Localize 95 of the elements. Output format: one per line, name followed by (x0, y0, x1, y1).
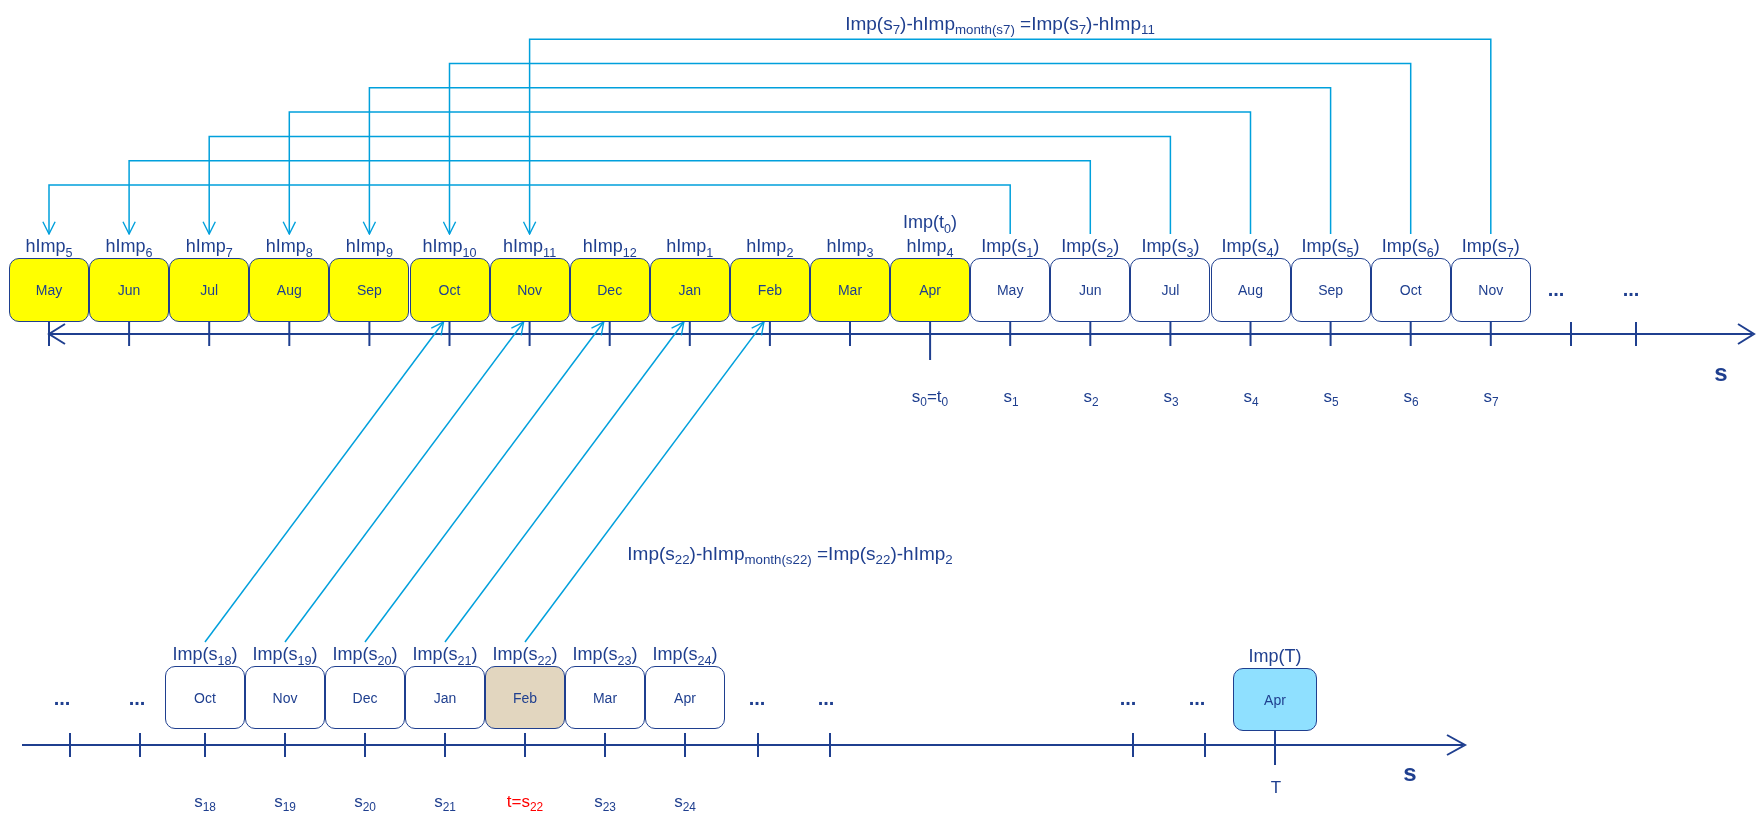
value-label: hImp$_{8}$ (265, 235, 313, 258)
ellipsis: ... (817, 686, 835, 710)
value-label: hImp$_{5}$ (25, 235, 73, 258)
formula-text: Imp(s$_{7}$)-hImp$_{month(s7)}$ =Imp(s$_{7}$)-hImp$_{11}$ (845, 12, 1155, 38)
axis-label: s (1403, 759, 1417, 787)
month-box: Jun (89, 258, 170, 322)
month-box: Sep (1290, 258, 1371, 322)
ellipsis: ... (1547, 277, 1565, 301)
month-box: Nov (245, 666, 325, 729)
month-box: Aug (249, 258, 330, 322)
tick-label: t=s$_{22}$ (506, 791, 544, 815)
value-label: hImp$_{9}$ (345, 235, 393, 258)
month-box: Mar (565, 666, 645, 729)
value-label: Imp(t$_{0}$) (903, 211, 958, 234)
tick-label: T (1270, 778, 1282, 798)
axis-label: s (1714, 359, 1728, 387)
arrow (42, 184, 1011, 235)
value-label: Imp(s$_{5}$) (1301, 235, 1360, 258)
value-label: Imp(s$_{21}$) (412, 643, 478, 666)
value-label: hImp$_{3}$ (826, 235, 874, 258)
value-label: hImp$_{6}$ (105, 235, 153, 258)
value-label: Imp(s$_{20}$) (332, 643, 398, 666)
month-box: Jul (169, 258, 250, 322)
value-label: hImp$_{10}$ (422, 235, 477, 258)
month-box: Oct (165, 666, 245, 729)
ellipsis: ... (53, 686, 71, 710)
month-box: Mar (810, 258, 890, 322)
arrow (442, 62, 1412, 235)
value-label: Imp(s$_{18}$) (172, 643, 238, 666)
arrow (522, 38, 1492, 235)
ellipsis: ... (1119, 686, 1137, 710)
tick-label: s$_{2}$ (1083, 386, 1099, 410)
value-label: Imp(s$_{1}$) (981, 235, 1040, 258)
value-label: hImp$_{4}$ (906, 235, 954, 258)
month-box: Jan (649, 258, 730, 322)
month-box: Nov (489, 258, 570, 322)
tick-label: s$_{18}$ (194, 791, 216, 815)
value-label: Imp(s$_{4}$) (1221, 235, 1280, 258)
month-box: Aug (1210, 258, 1291, 322)
month-box: Jan (405, 666, 485, 729)
month-box: Oct (409, 258, 490, 322)
tick-label: s$_{19}$ (274, 791, 296, 815)
ellipsis: ... (1188, 686, 1206, 710)
tick-label: s$_{21}$ (434, 791, 456, 815)
value-label: hImp$_{12}$ (582, 235, 637, 258)
value-label: Imp(s$_{22}$) (492, 643, 558, 666)
tick-label: s$_{1}$ (1003, 386, 1019, 410)
formula-text: Imp(s$_{22}$)-hImp$_{month(s22)}$ =Imp(s$_{22}$)-hImp$_{2}$ (627, 542, 953, 568)
value-label: Imp(s$_{3}$) (1141, 235, 1200, 258)
value-label: Imp(s$_{19}$) (252, 643, 318, 666)
month-box: Sep (329, 258, 410, 322)
value-label: hImp$_{1}$ (666, 235, 714, 258)
tick-label: s$_{0}$=t$_{0}$ (911, 386, 949, 410)
arrow (284, 321, 525, 643)
month-box: Apr (890, 258, 971, 322)
arrow (202, 135, 1172, 235)
tick-label: s$_{6}$ (1403, 386, 1419, 410)
arrow (364, 321, 605, 643)
value-label: Imp(s$_{23}$) (572, 643, 638, 666)
month-box: Apr (1233, 668, 1317, 731)
arrow (444, 321, 685, 643)
arrow (204, 321, 445, 643)
month-box: Feb (485, 666, 565, 729)
value-label: hImp$_{7}$ (185, 235, 233, 258)
month-box: Jun (1050, 258, 1131, 322)
tick-label: s$_{24}$ (674, 791, 696, 815)
value-label: hImp$_{11}$ (503, 235, 557, 258)
month-box: Oct (1370, 258, 1451, 322)
month-box: Feb (729, 258, 810, 322)
month-box: Dec (569, 258, 650, 322)
tick-label: s$_{20}$ (354, 791, 376, 815)
month-box: Jul (1130, 258, 1211, 322)
month-box: May (970, 258, 1051, 322)
value-label: Imp(s$_{2}$) (1061, 235, 1120, 258)
arrow (282, 111, 1252, 235)
ellipsis: ... (128, 686, 146, 710)
value-label: hImp$_{2}$ (746, 235, 794, 258)
tick-label: s$_{3}$ (1163, 386, 1179, 410)
arrow (362, 87, 1332, 235)
value-label: Imp(s$_{7}$) (1461, 235, 1520, 258)
arrow (524, 321, 765, 643)
value-label: Imp(s$_{24}$) (652, 643, 718, 666)
tick-label: s$_{7}$ (1483, 386, 1499, 410)
ellipsis: ... (748, 686, 766, 710)
month-box: May (9, 258, 89, 322)
month-box: Apr (645, 666, 725, 729)
arrow (122, 159, 1092, 235)
tick-label: s$_{23}$ (594, 791, 616, 815)
tick-label: s$_{4}$ (1243, 386, 1259, 410)
value-label: Imp(s$_{6}$) (1381, 235, 1440, 258)
ellipsis: ... (1622, 277, 1640, 301)
month-box: Dec (325, 666, 405, 729)
month-box: Nov (1450, 258, 1531, 322)
value-label: Imp(T) (1248, 645, 1302, 668)
tick-label: s$_{5}$ (1323, 386, 1339, 410)
